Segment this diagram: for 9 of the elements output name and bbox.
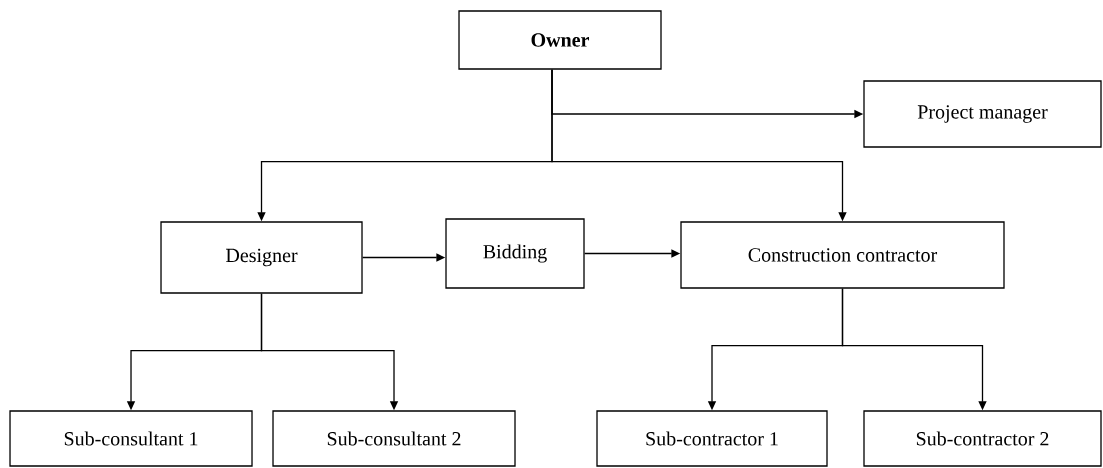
org-box: Sub-contractor 1	[596, 410, 828, 467]
org-box: Owner	[458, 10, 662, 70]
org-box: Sub-consultant 1	[9, 410, 253, 467]
org-box: Bidding	[445, 218, 585, 289]
org-box: Designer	[160, 221, 363, 294]
org-box: Sub-consultant 2	[272, 410, 516, 467]
org-box: Project manager	[863, 80, 1102, 148]
org-box: Construction contractor	[680, 221, 1005, 289]
org-box: Sub-contractor 2	[863, 410, 1102, 467]
